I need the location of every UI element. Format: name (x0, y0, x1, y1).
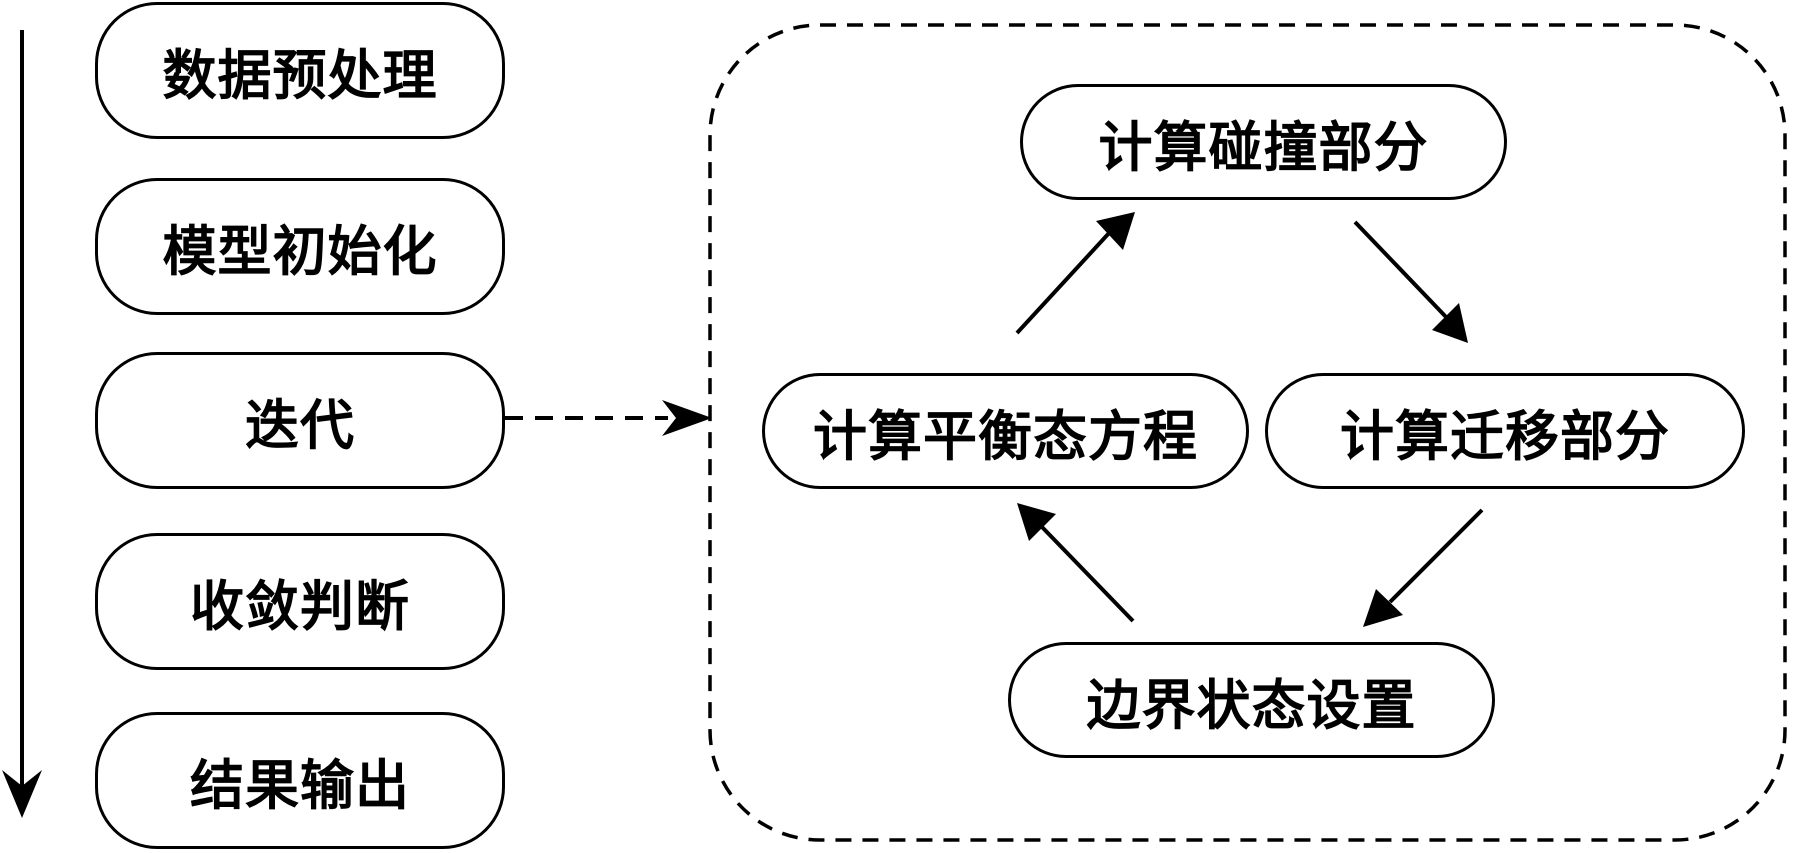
arrow-boundary-to-equilibrium (1040, 525, 1135, 623)
arrow-boundary-to-equilibrium-head (1017, 503, 1056, 541)
arrow-equilibrium-to-collision (1015, 230, 1112, 335)
step-preprocess-node: 数据预处理 (95, 2, 505, 139)
iterate-to-cycle-arrowhead (662, 400, 712, 436)
cycle-collision-node: 计算碰撞部分 (1020, 84, 1507, 200)
cycle-streaming-label: 计算迁移部分 (1340, 403, 1670, 468)
step-converge-node: 收敛判断 (95, 533, 505, 670)
cycle-collision-label: 计算碰撞部分 (1098, 114, 1429, 179)
cycle-equilibrium-node: 计算平衡态方程 (762, 373, 1249, 489)
step-iterate-node: 迭代 (95, 352, 505, 489)
arrow-streaming-to-boundary (1388, 508, 1484, 604)
iteration-cycle-container (708, 23, 1787, 842)
arrow-streaming-to-boundary-head (1363, 589, 1403, 627)
cycle-boundary-label: 边界状态设置 (1086, 672, 1417, 737)
cycle-boundary-node: 边界状态设置 (1008, 642, 1495, 758)
step-iterate-label: 迭代 (245, 393, 355, 457)
process-flow-arrowhead (2, 770, 42, 818)
step-init-label: 模型初始化 (162, 219, 438, 283)
step-output-node: 结果输出 (95, 712, 505, 849)
arrow-collision-to-streaming (1353, 220, 1449, 320)
step-converge-label: 收敛判断 (190, 574, 410, 638)
arrow-collision-to-streaming-head (1432, 303, 1468, 343)
cycle-equilibrium-label: 计算平衡态方程 (813, 403, 1198, 468)
step-init-node: 模型初始化 (95, 178, 505, 315)
cycle-streaming-node: 计算迁移部分 (1265, 373, 1745, 489)
arrow-equilibrium-to-collision-head (1096, 212, 1135, 250)
step-output-label: 结果输出 (190, 753, 410, 817)
step-preprocess-label: 数据预处理 (162, 43, 438, 107)
